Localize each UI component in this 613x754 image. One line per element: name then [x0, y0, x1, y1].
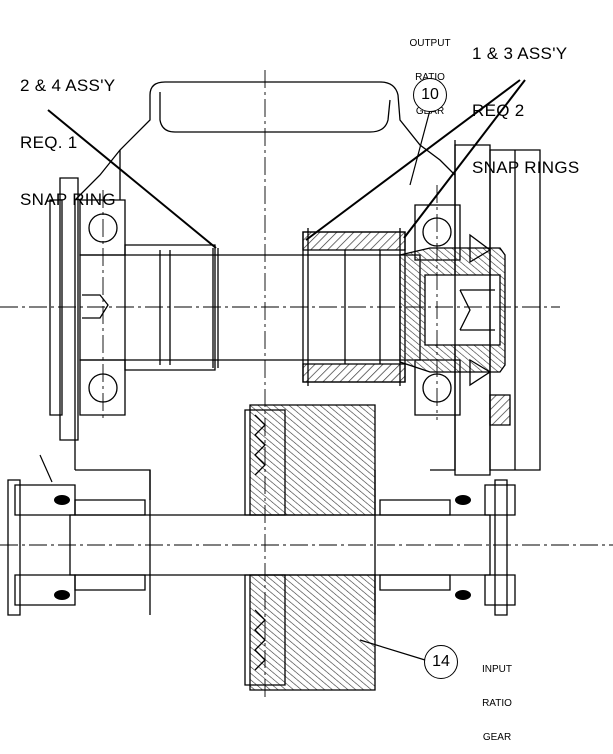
leader-left-snap-ring: [48, 110, 216, 248]
output-gear-label-line1: OUTPUT: [409, 38, 451, 50]
input-gear-upper: [250, 405, 375, 515]
output-gear-teeth-bottom: [303, 364, 405, 382]
input-left-seal-bottom: [75, 575, 145, 590]
input-gear-number: 14: [432, 653, 450, 670]
input-left-seal-top: [75, 500, 145, 515]
left-callout-line3: SNAP RING: [20, 190, 116, 210]
housing-inner-outline: [160, 92, 390, 132]
input-left-bearing-bottom: [15, 575, 75, 605]
left-cover-rim: [50, 200, 62, 415]
input-gear-label-line1: INPUT: [482, 664, 512, 676]
input-gear-lower: [250, 575, 375, 690]
right-callout-line2: REQ 2: [472, 101, 525, 121]
leader-right-snap-ring-2: [404, 80, 525, 238]
input-right-seal-bottom: [380, 575, 450, 590]
input-gear-label-line2: RATIO: [482, 697, 512, 709]
input-right-bearing-top: [485, 485, 515, 515]
right-seal-top: [470, 235, 490, 262]
left-callout-line2: REQ. 1: [20, 133, 78, 153]
right-seal-bottom: [470, 360, 490, 385]
right-callout: 1 & 3 ASS'Y REQ 2 SNAP RINGS: [472, 6, 580, 196]
leader-right-snap-ring-1: [306, 80, 520, 240]
right-adapter-bolt: [490, 395, 510, 425]
input-right-end-cap: [495, 480, 507, 615]
right-callout-line3: SNAP RINGS: [472, 158, 580, 178]
shaft-key-end: [82, 295, 108, 318]
housing-left-wall: [75, 470, 150, 500]
output-shaft-step: [125, 245, 215, 370]
input-gear-balloon: 14: [424, 645, 458, 679]
oring-left-bottom: [54, 590, 70, 600]
output-gear-teeth-top: [303, 232, 405, 250]
input-gear-label-line3: GEAR: [482, 731, 512, 743]
output-gear-label-line2: RATIO: [398, 72, 462, 83]
oring-right-bottom: [455, 590, 471, 600]
right-callout-line1: 1 & 3 ASS'Y: [472, 44, 568, 64]
leader-output-gear: [410, 110, 430, 185]
left-bearing-bottom: [80, 360, 125, 415]
output-gear-number: 10: [421, 86, 439, 103]
leader-input-gear: [360, 640, 425, 660]
right-coupling-slot: [460, 290, 495, 330]
input-left-end-cap: [8, 480, 20, 615]
left-callout-line1: 2 & 4 ASS'Y: [20, 76, 116, 96]
input-right-seal-top: [380, 500, 450, 515]
output-shaft-body: [80, 255, 420, 360]
output-gear-balloon: 10: [413, 78, 447, 112]
leader-left-tick: [40, 455, 52, 482]
input-right-bearing-bottom: [485, 575, 515, 605]
housing-top-outline: [75, 82, 455, 470]
right-coupling-bore: [425, 275, 500, 345]
left-callout: 2 & 4 ASS'Y REQ. 1 SNAP RING: [20, 38, 116, 228]
oring-left-top: [54, 495, 70, 505]
gearbox-cross-section-drawing: [0, 0, 613, 698]
left-cover-plate: [60, 178, 78, 440]
oring-right-top: [455, 495, 471, 505]
